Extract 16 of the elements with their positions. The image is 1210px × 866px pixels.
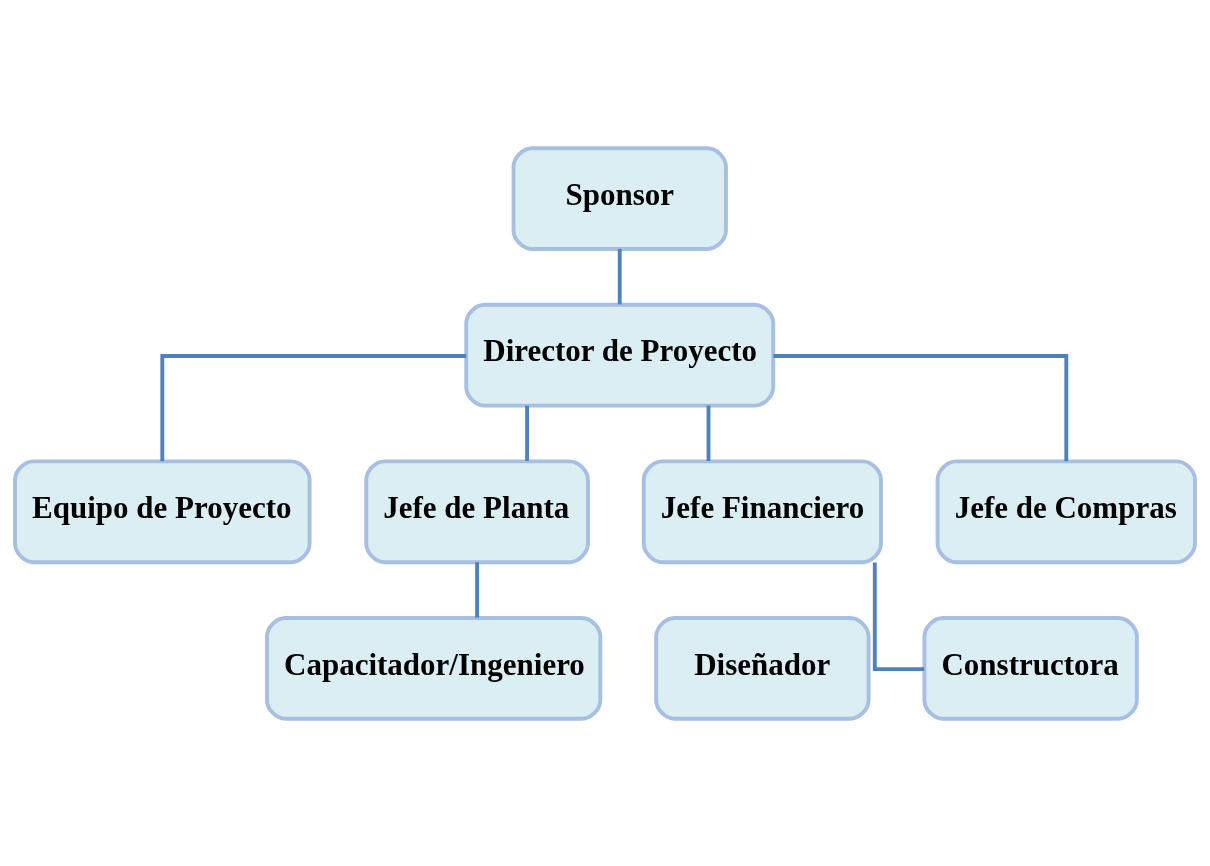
node-box: Sponsor — [511, 145, 728, 251]
node-box: Diseñador — [654, 615, 871, 721]
connector — [475, 561, 479, 618]
node-box: Jefe de Compras — [935, 458, 1197, 564]
connector — [872, 561, 925, 671]
connector — [617, 248, 622, 304]
node-box: Jefe Financiero — [641, 458, 883, 564]
connector — [160, 353, 467, 461]
node-box: Director de Proyecto — [464, 302, 776, 408]
connector — [525, 405, 530, 461]
node-box: Jefe de Planta — [364, 458, 590, 564]
node-box: Constructora — [922, 615, 1139, 721]
connector — [706, 405, 711, 461]
node-box: Capacitador/Ingeniero — [265, 615, 603, 721]
connector — [773, 353, 1069, 461]
node-box: Equipo de Proyecto — [13, 458, 312, 564]
